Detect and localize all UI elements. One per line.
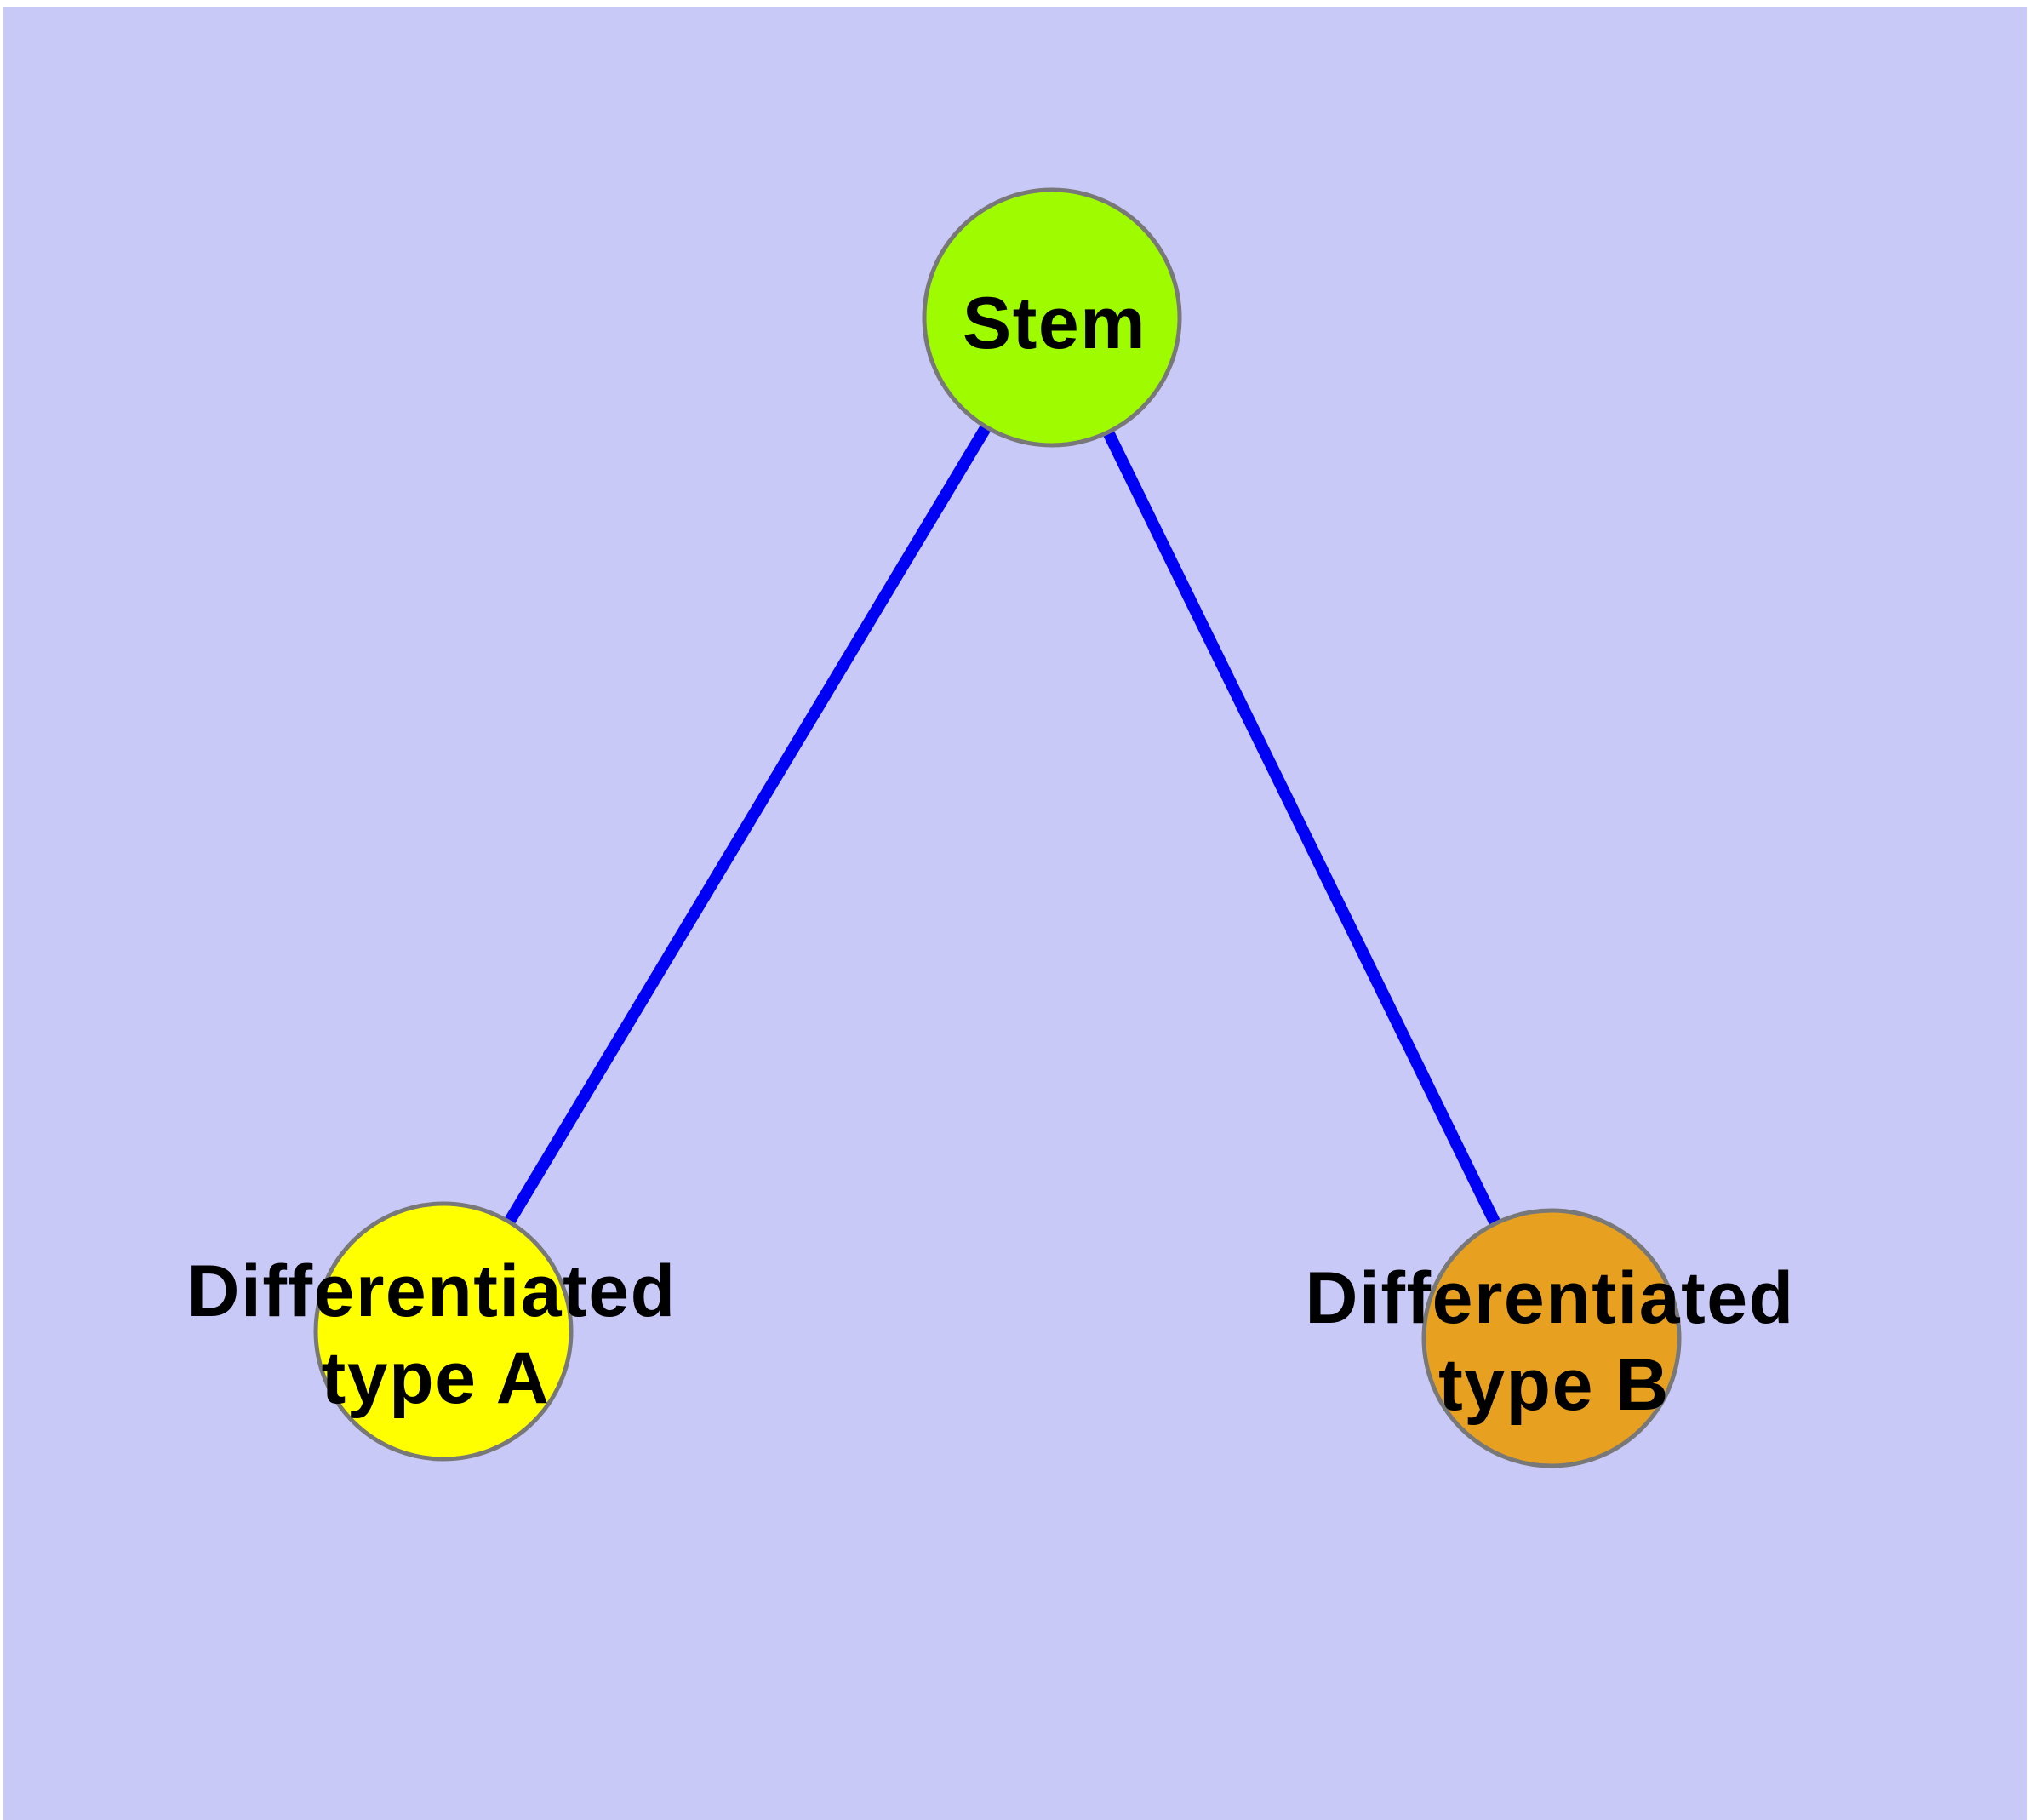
node-type-b-label-line2: type B xyxy=(1438,1344,1670,1426)
edge-stem-to-type-b xyxy=(1046,314,1557,1342)
node-type-a-label-line2: type A xyxy=(322,1337,551,1419)
node-type-a-circle xyxy=(313,1201,574,1462)
edge-stem-to-type-a xyxy=(437,314,1058,1335)
node-stem-circle xyxy=(922,187,1182,448)
node-type-b-circle xyxy=(1421,1208,1682,1468)
node-type-b-label: Differentiated type B xyxy=(1305,1257,1794,1426)
node-stem-label: Stem xyxy=(963,283,1146,364)
node-type-a-label: Differentiated type A xyxy=(186,1251,676,1419)
node-type-a-label-line1: Differentiated xyxy=(186,1251,676,1332)
node-type-b-label-line1: Differentiated xyxy=(1305,1257,1794,1339)
